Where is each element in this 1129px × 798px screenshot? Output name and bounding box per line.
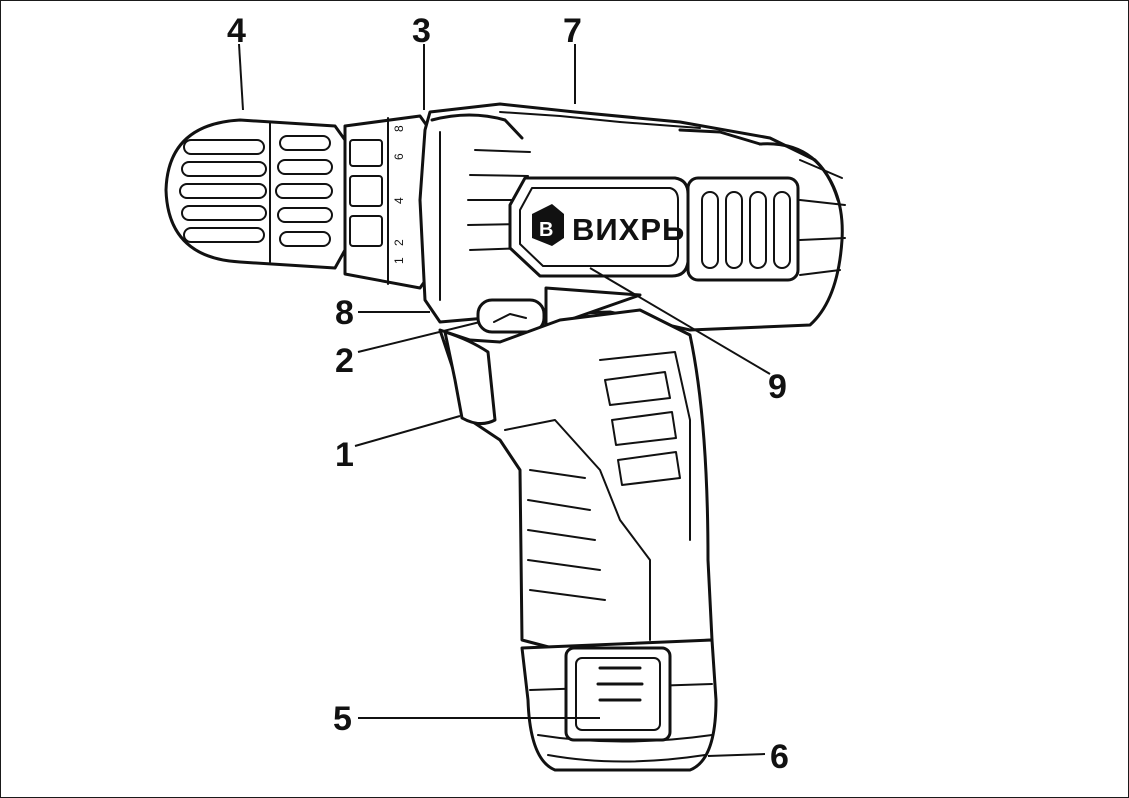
scale-mark-1: 1 xyxy=(392,257,406,264)
callout-2: 2 xyxy=(335,342,354,380)
chuck-sleeve xyxy=(164,118,347,270)
direction-switch xyxy=(476,298,546,334)
callout-9: 9 xyxy=(768,368,787,406)
torque-ring: 1 2 4 6 8 xyxy=(343,114,432,290)
handle xyxy=(438,308,714,652)
scale-mark-4: 4 xyxy=(392,197,406,204)
callout-8: 8 xyxy=(335,294,354,332)
brand-logo-letter: В xyxy=(539,219,553,241)
callout-4: 4 xyxy=(227,12,246,50)
battery-pack xyxy=(520,638,718,772)
callout-3: 3 xyxy=(412,12,431,50)
callout-6: 6 xyxy=(770,738,789,776)
callouts: 4 3 7 8 2 9 1 5 6 xyxy=(227,12,789,776)
callout-7: 7 xyxy=(563,12,582,50)
callout-5: 5 xyxy=(333,700,352,738)
scale-mark-6: 6 xyxy=(392,153,406,160)
scale-mark-8: 8 xyxy=(392,125,406,132)
trigger xyxy=(443,330,497,425)
leader-lines xyxy=(238,43,771,757)
battery-release-button xyxy=(564,646,672,742)
chuck-ribs xyxy=(179,135,333,247)
scale-mark-2: 2 xyxy=(392,239,406,246)
callout-1: 1 xyxy=(335,436,354,474)
brand-logo-icon: В xyxy=(532,204,564,246)
torque-scale: 1 2 4 6 8 xyxy=(392,125,406,264)
rear-grille xyxy=(686,176,800,282)
brand-name: ВИХРЬ xyxy=(572,212,685,247)
brand-badge: В ВИХРЬ xyxy=(508,176,690,278)
